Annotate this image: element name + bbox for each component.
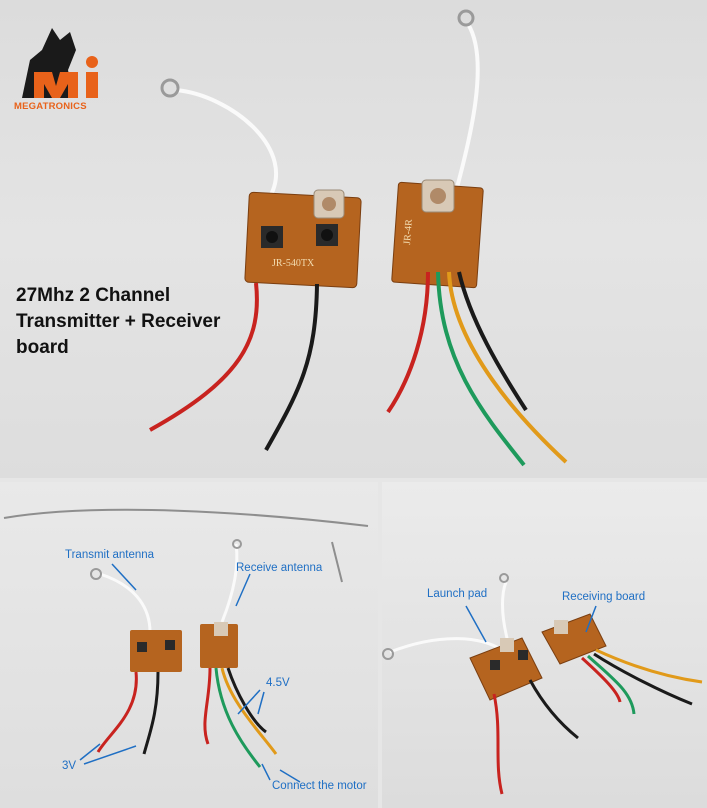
label-3v: 3V: [62, 760, 77, 772]
label-transmit-antenna: Transmit antenna: [65, 549, 155, 561]
brand-name: MEGATRONICS: [14, 101, 87, 112]
boards-photo: JR-540TX JR-4R: [149, 9, 568, 467]
wiring-photo: [3, 508, 369, 783]
caption-line-3: board: [16, 337, 69, 358]
svg-text:JR-540TX: JR-540TX: [272, 258, 315, 269]
boards-angle-photo: Launch pad Receiving board: [382, 482, 707, 808]
product-photo-main: JR-540TX JR-4R MEGATRONICS 27Mhz 2 Chann…: [0, 0, 707, 478]
wiring-diagram-photo: Transmit antenna Receive antenna 4.5V 3V…: [0, 482, 378, 808]
label-launch-pad: Launch pad: [427, 588, 488, 600]
caption-line-2: Transmitter + Receiver: [16, 311, 221, 332]
caption-line-1: 27Mhz 2 Channel: [16, 285, 171, 306]
label-receiving-board: Receiving board: [562, 591, 646, 603]
label-receive-antenna: Receive antenna: [236, 562, 323, 574]
product-caption: 27Mhz 2 Channel Transmitter + Receiver b…: [16, 283, 256, 361]
receiver-board: JR-4R: [391, 179, 484, 289]
transmitter-board: JR-540TX: [244, 189, 362, 289]
boards-angle-image: [382, 573, 703, 795]
megatronics-logo: [22, 28, 98, 98]
svg-text:JR-4R: JR-4R: [402, 219, 415, 246]
label-connect-motor: Connect the motor: [272, 780, 367, 792]
label-4-5v: 4.5V: [266, 677, 290, 689]
